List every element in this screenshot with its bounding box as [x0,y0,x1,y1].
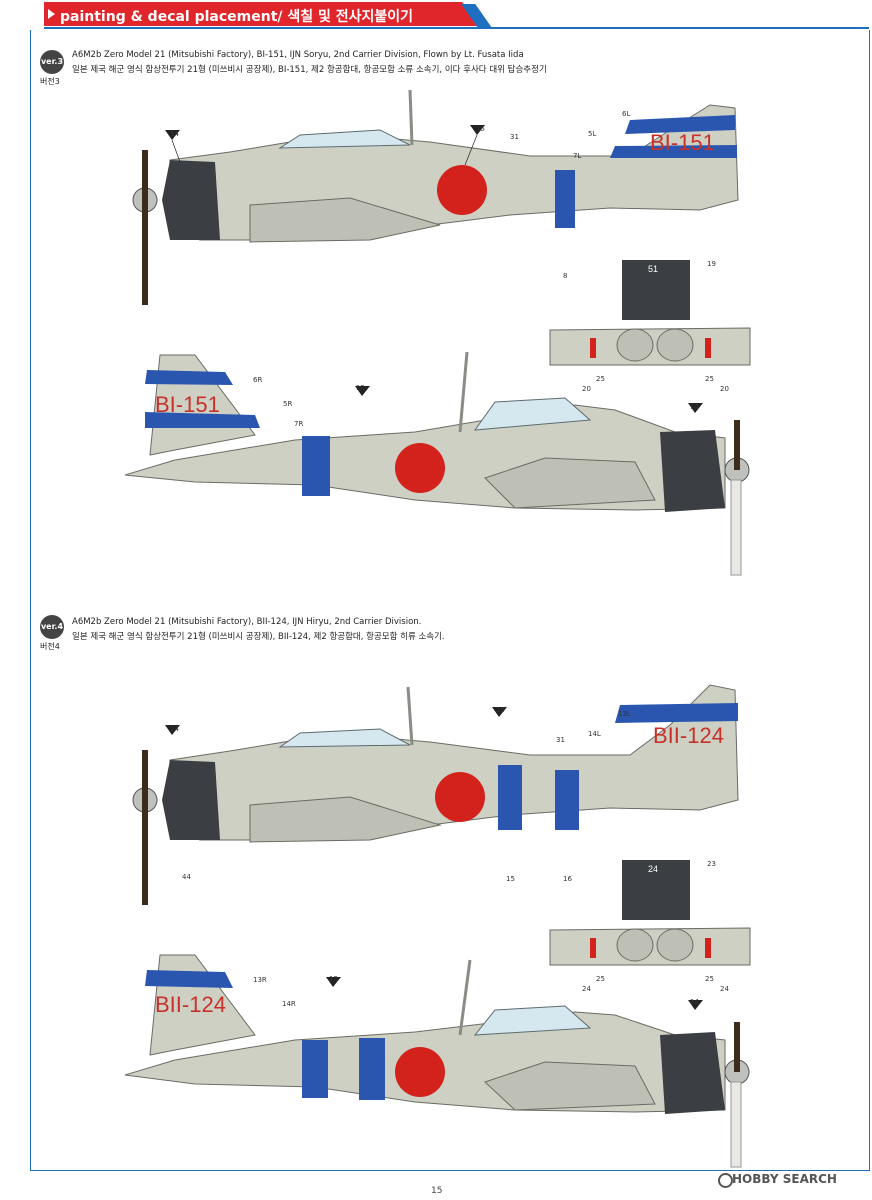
v3r-callout-15: 15 [356,384,365,392]
header-red-bar [44,2,484,26]
v3r-callout-5R: 5R [283,400,293,408]
version-3-sub: 버전3 [40,77,60,86]
v3l-callout-31: 31 [510,133,519,141]
v4r-callout-13R: 13R [253,976,267,984]
page-header: painting & decal placement/ 색칠 및 전사지붙이기 [0,0,872,30]
version-4-caption-kr: 일본 제국 해군 영식 함상전투기 21형 (미쓰비시 공장제), BII-12… [72,632,445,642]
v4-right-tail-code: BII-124 [155,992,226,1017]
v4l-callout-15: 15 [496,706,505,714]
v4w-callout-23: 23 [707,860,716,868]
v4l-callout-13L: 13L [618,710,631,718]
v4w-callout-25a: 25 [596,975,605,983]
page-title: painting & decal placement/ 색칠 및 전사지붙이기 [60,9,414,25]
v4-left-tail-code: BII-124 [653,723,724,748]
v3l-callout-5L: 5L [588,130,597,138]
version-3-badge: ver.3 [40,50,64,74]
v4l-callout-15b: 15 [506,875,515,883]
v3w-callout-19: 19 [707,260,716,268]
version-3-caption-en: A6M2b Zero Model 21 (Mitsubishi Factory)… [72,50,524,60]
page-number: 15 [431,1186,443,1196]
v3w-callout-20a: 20 [582,385,591,393]
v3-right-tail-code: BI-151 [155,392,220,417]
header-blue-line [44,27,869,29]
v3r-callout-6R: 6R [253,376,263,384]
version-4-badge: ver.4 [40,615,64,639]
v3-left-tail-code: BI-151 [650,130,715,155]
v4r-callout-14R: 14R [282,1000,296,1008]
v4-left-profile: BII-124 [132,684,739,905]
v4r-callout-15: 15 [329,975,338,983]
v3-wing-code: 51 [648,264,658,274]
page-frame [30,30,870,1171]
v3-right-profile: BI-151 [124,351,750,576]
v4r-callout-14: 14 [690,998,699,1006]
v4l-callout-14L: 14L [588,730,601,738]
header-arrow-icon [48,9,55,19]
v3l-callout-14: 14 [170,130,179,138]
v3l-callout-7L: 7L [573,152,582,160]
v3r-callout-14: 14 [690,403,699,411]
v4l-callout-14: 14 [170,725,179,733]
v3w-callout-25a: 25 [596,375,605,383]
v4l-callout-31: 31 [556,736,565,744]
v4-right-profile: BII-124 [124,954,750,1168]
watermark: HOBBY SEARCH [732,1172,837,1186]
version-3-caption-kr: 일본 제국 해군 영식 함상전투기 21형 (미쓰비시 공장제), BI-151… [72,65,547,75]
v4l-callout-44: 44 [182,873,191,881]
version-4-sub: 버전4 [40,642,60,651]
v3l-callout-6L: 6L [622,110,631,118]
v4-wing-code: 24 [648,864,658,874]
v4w-callout-24b: 24 [720,985,729,993]
v3-left-profile: BI-151 [132,89,739,305]
v3r-callout-7R: 7R [294,420,304,428]
watermark-icon [718,1173,733,1188]
v3-wing-underside: 51 [549,260,751,366]
v3w-callout-20b: 20 [720,385,729,393]
version-4-caption-en: A6M2b Zero Model 21 (Mitsubishi Factory)… [72,617,422,627]
v4w-callout-25b: 25 [705,975,714,983]
v3l-callout-8: 8 [563,272,568,280]
v4l-callout-16: 16 [563,875,572,883]
v3l-callout-15: 15 [476,125,485,133]
v4-wing-underside: 24 [549,860,751,966]
v4w-callout-24a: 24 [582,985,591,993]
v3w-callout-25b: 25 [705,375,714,383]
